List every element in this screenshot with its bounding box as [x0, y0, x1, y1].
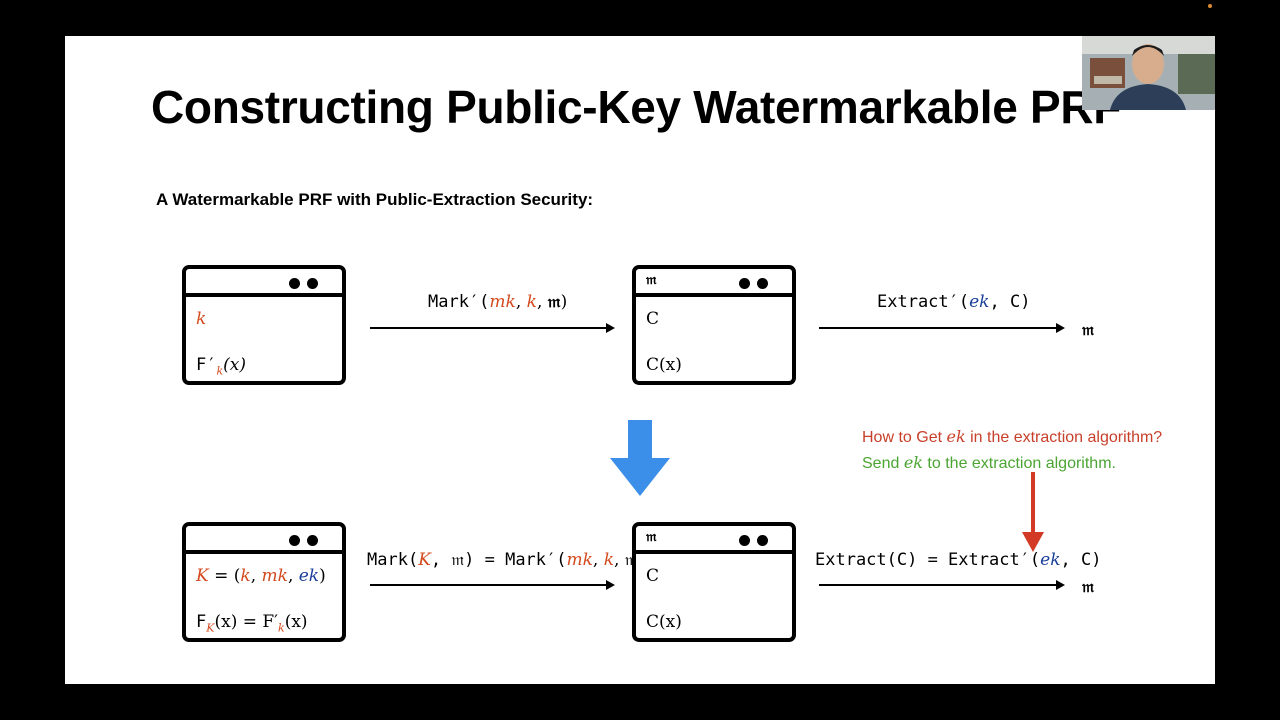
key-label: k [196, 309, 207, 329]
mark-def-label: Mark(K, 𝔪) = Mark′(mk, k, 𝔪) [367, 550, 645, 570]
prf-label: F′k(x) [196, 355, 247, 378]
prf-equality-label: FK(x) = F′k(x) [196, 612, 308, 635]
window-titlebar [186, 526, 342, 554]
slide-title: Constructing Public-Key Watermarkable PR… [151, 81, 1122, 133]
presenter-webcam [1082, 36, 1215, 110]
window-titlebar: 𝔪 [636, 269, 792, 297]
window-dot-icon [307, 278, 318, 289]
composite-key-label: K = (k, mk, ek) [196, 566, 326, 586]
circuit-label: C [646, 309, 660, 329]
question-note: How to Get ek in the extraction algorith… [862, 427, 1163, 446]
window-dot-icon [757, 278, 768, 289]
circuit-label: C [646, 566, 660, 586]
extract-def-arrow [819, 580, 1065, 590]
top-circuit-window: 𝔪 C C(x) [632, 265, 796, 385]
down-arrow-icon [610, 420, 670, 496]
extract-arrow [819, 323, 1065, 333]
bottom-circuit-window: 𝔪 C C(x) [632, 522, 796, 642]
status-dot [1208, 4, 1212, 8]
mark-output: 𝔪 [1082, 320, 1095, 339]
circuit-eval-label: C(x) [646, 612, 682, 632]
window-dot-icon [289, 535, 300, 546]
mark-prime-label: Mark′(mk, k, 𝔪) [428, 292, 568, 312]
window-dot-icon [739, 535, 750, 546]
answer-note: Send ek to the extraction algorithm. [862, 453, 1116, 472]
mark-label: 𝔪 [646, 272, 657, 288]
mark-label: 𝔪 [646, 529, 657, 545]
window-dot-icon [307, 535, 318, 546]
window-dot-icon [739, 278, 750, 289]
extract-def-label: Extract(C) = Extract′(ek, C) [815, 550, 1102, 570]
top-key-window: k F′k(x) [182, 265, 346, 385]
window-titlebar [186, 269, 342, 297]
circuit-eval-label: C(x) [646, 355, 682, 375]
mark-arrow [370, 323, 615, 333]
bottom-key-window: K = (k, mk, ek) FK(x) = F′k(x) [182, 522, 346, 642]
red-down-arrow-icon [1022, 472, 1044, 552]
mark-def-arrow [370, 580, 615, 590]
mark-output: 𝔪 [1082, 577, 1095, 596]
slide-subtitle: A Watermarkable PRF with Public-Extracti… [156, 190, 594, 209]
window-dot-icon [289, 278, 300, 289]
window-titlebar: 𝔪 [636, 526, 792, 554]
extract-prime-label: Extract′(ek, C) [877, 292, 1031, 312]
window-dot-icon [757, 535, 768, 546]
